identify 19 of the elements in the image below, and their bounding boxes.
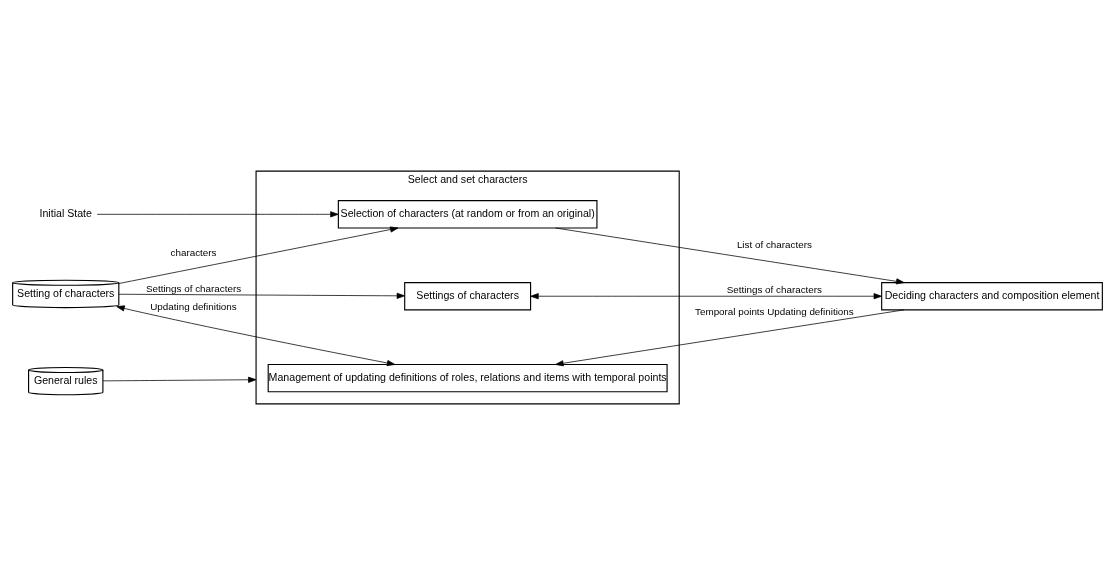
edge-label: Settings of characters	[726, 284, 822, 296]
node-box: Selection of characters (at random or from an original)	[337, 200, 598, 229]
arrow	[555, 309, 905, 367]
node-box: Management of updating definitions of roles, relations and items with temporal points	[267, 363, 668, 393]
node-text: Initial State	[39, 207, 92, 220]
arrow	[118, 226, 399, 284]
arrow	[102, 376, 257, 383]
edge-label: characters	[170, 247, 217, 259]
arrow	[116, 305, 396, 366]
arrow	[96, 211, 339, 218]
edge-label: Settings of characters	[145, 282, 242, 294]
edge-label: Updating definitions	[150, 301, 237, 313]
arrow	[555, 227, 905, 285]
edge-label: Temporal points Updating definitions	[695, 306, 854, 318]
arrow	[530, 293, 882, 300]
node-box: Deciding characters and composition element	[881, 282, 1103, 311]
node-box: Settings of characters	[404, 282, 532, 311]
edge-label: List of characters	[736, 238, 812, 250]
arrow	[118, 292, 406, 299]
